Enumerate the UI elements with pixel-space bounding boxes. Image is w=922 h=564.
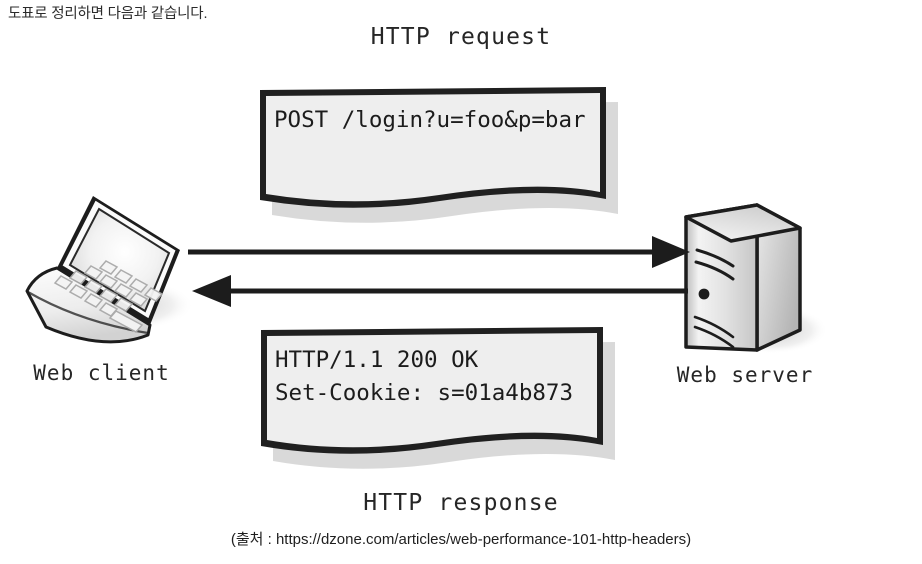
laptop-icon: [25, 196, 180, 344]
server-power-dot: [698, 288, 710, 300]
intro-caption: 도표로 정리하면 다음과 같습니다.: [8, 6, 208, 22]
web-server-label: Web server: [676, 363, 814, 387]
http-response-heading: HTTP response: [363, 490, 559, 516]
request-arrow: [188, 236, 690, 268]
server-tower-icon: [684, 203, 802, 352]
response-arrow: [192, 275, 688, 307]
response-message-card: HTTP/1.1 200 OK Set-Cookie: s=01a4b873: [261, 327, 615, 469]
request-message-card: POST /login?u=foo&p=bar: [260, 87, 618, 223]
request-message-text: POST /login?u=foo&p=bar: [274, 107, 586, 133]
client-shadow: [50, 279, 194, 331]
response-card-shape: [261, 327, 615, 469]
request-card-shape: [260, 87, 618, 223]
source-caption: (출처 : https://dzone.com/articles/web-per…: [230, 531, 692, 548]
response-message-text: HTTP/1.1 200 OK Set-Cookie: s=01a4b873: [275, 347, 574, 406]
http-request-heading: HTTP request: [370, 24, 552, 50]
server-shadow: [716, 306, 828, 354]
web-client-label: Web client: [33, 361, 170, 385]
